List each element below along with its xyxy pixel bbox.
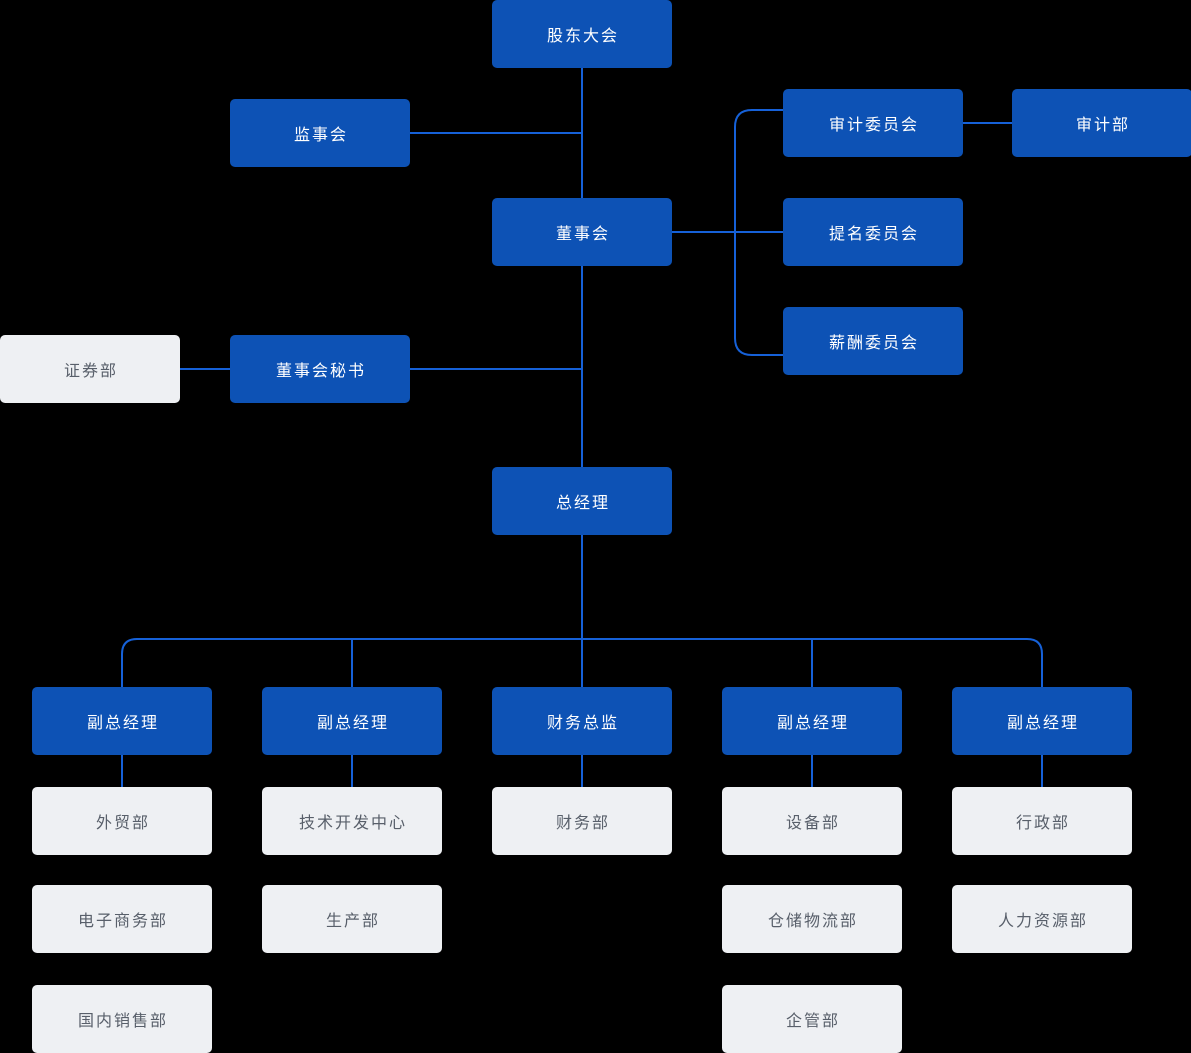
org-node-deputy-gm-2: 副总经理 xyxy=(262,687,442,755)
org-node-equipment-dept: 设备部 xyxy=(722,787,902,855)
org-node-domestic-sales-dept: 国内销售部 xyxy=(32,985,212,1053)
org-node-general-manager: 总经理 xyxy=(492,467,672,535)
org-node-board-of-directors: 董事会 xyxy=(492,198,672,266)
org-node-warehouse-logistics-dept: 仓储物流部 xyxy=(722,885,902,953)
org-node-board-secretary: 董事会秘书 xyxy=(230,335,410,403)
org-node-audit-committee: 审计委员会 xyxy=(783,89,963,157)
org-node-ecommerce-dept: 电子商务部 xyxy=(32,885,212,953)
org-node-compensation-committee: 薪酬委员会 xyxy=(783,307,963,375)
org-node-admin-dept: 行政部 xyxy=(952,787,1132,855)
org-node-nomination-committee: 提名委员会 xyxy=(783,198,963,266)
org-node-audit-dept: 审计部 xyxy=(1012,89,1191,157)
org-node-finance-director: 财务总监 xyxy=(492,687,672,755)
org-node-foreign-trade-dept: 外贸部 xyxy=(32,787,212,855)
org-node-shareholders-meeting: 股东大会 xyxy=(492,0,672,68)
org-node-enterprise-mgmt-dept: 企管部 xyxy=(722,985,902,1053)
org-node-deputy-gm-4: 副总经理 xyxy=(952,687,1132,755)
org-node-deputy-gm-3: 副总经理 xyxy=(722,687,902,755)
org-node-supervisory-board: 监事会 xyxy=(230,99,410,167)
org-node-finance-dept: 财务部 xyxy=(492,787,672,855)
org-node-hr-dept: 人力资源部 xyxy=(952,885,1132,953)
org-node-production-dept: 生产部 xyxy=(262,885,442,953)
org-node-deputy-gm-1: 副总经理 xyxy=(32,687,212,755)
org-node-tech-development-center: 技术开发中心 xyxy=(262,787,442,855)
org-node-securities-dept: 证券部 xyxy=(0,335,180,403)
